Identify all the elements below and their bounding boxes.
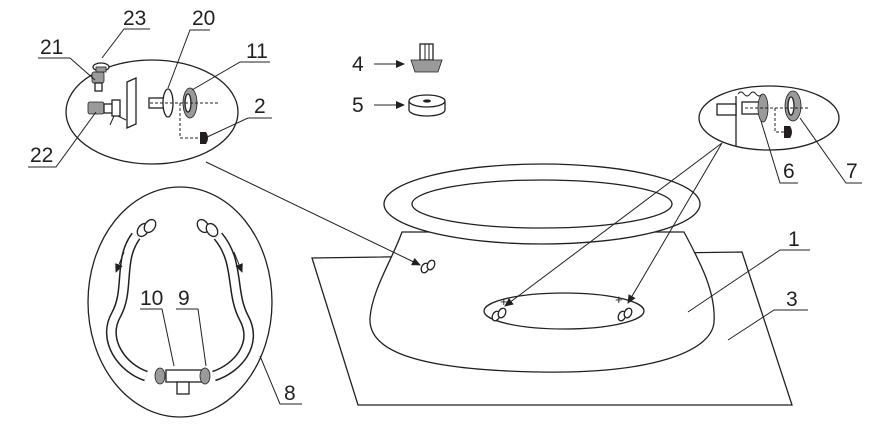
pool-wall: [369, 231, 715, 373]
label-2: 2: [254, 95, 266, 118]
label-8: 8: [284, 382, 296, 405]
valve-detail-callout: [65, 59, 239, 165]
label-4: 4: [352, 53, 364, 76]
leaders: [28, 28, 862, 405]
part-4-plug: [410, 43, 443, 73]
label-20: 20: [192, 7, 215, 30]
label-21: 21: [40, 36, 63, 59]
wall-connector: [420, 259, 436, 274]
part-2-plug: [200, 132, 208, 144]
label-5: 5: [352, 94, 364, 117]
label-22: 22: [30, 144, 53, 167]
plus-sign-left: +: [500, 294, 508, 309]
pool-top-ring-inner: [411, 179, 673, 229]
floor-connector-right: +: [615, 292, 633, 322]
label-7: 7: [846, 160, 858, 183]
part-23-cap: [92, 62, 110, 73]
part-10-t-connector: [165, 369, 203, 395]
pool-top-ring-outer: [383, 163, 701, 245]
plus-sign-right: +: [615, 292, 623, 307]
label-1: 1: [788, 228, 800, 251]
label-3: 3: [786, 288, 798, 311]
hose-detail-callout: [87, 186, 273, 418]
label-6: 6: [783, 160, 795, 183]
part-21-valve: [91, 71, 105, 92]
part-9-clamp: [199, 367, 211, 385]
label-11: 11: [246, 40, 268, 63]
pool-floor-outline: [483, 292, 645, 330]
label-9: 9: [178, 287, 190, 310]
label-10: 10: [140, 287, 163, 310]
inlet-detail-callout: [698, 85, 840, 151]
part-22-connector: [87, 99, 127, 126]
label-23: 23: [123, 7, 146, 30]
pool: + +: [369, 163, 715, 373]
floor-connector-left: +: [491, 294, 508, 322]
part-5-plug: [408, 94, 446, 117]
